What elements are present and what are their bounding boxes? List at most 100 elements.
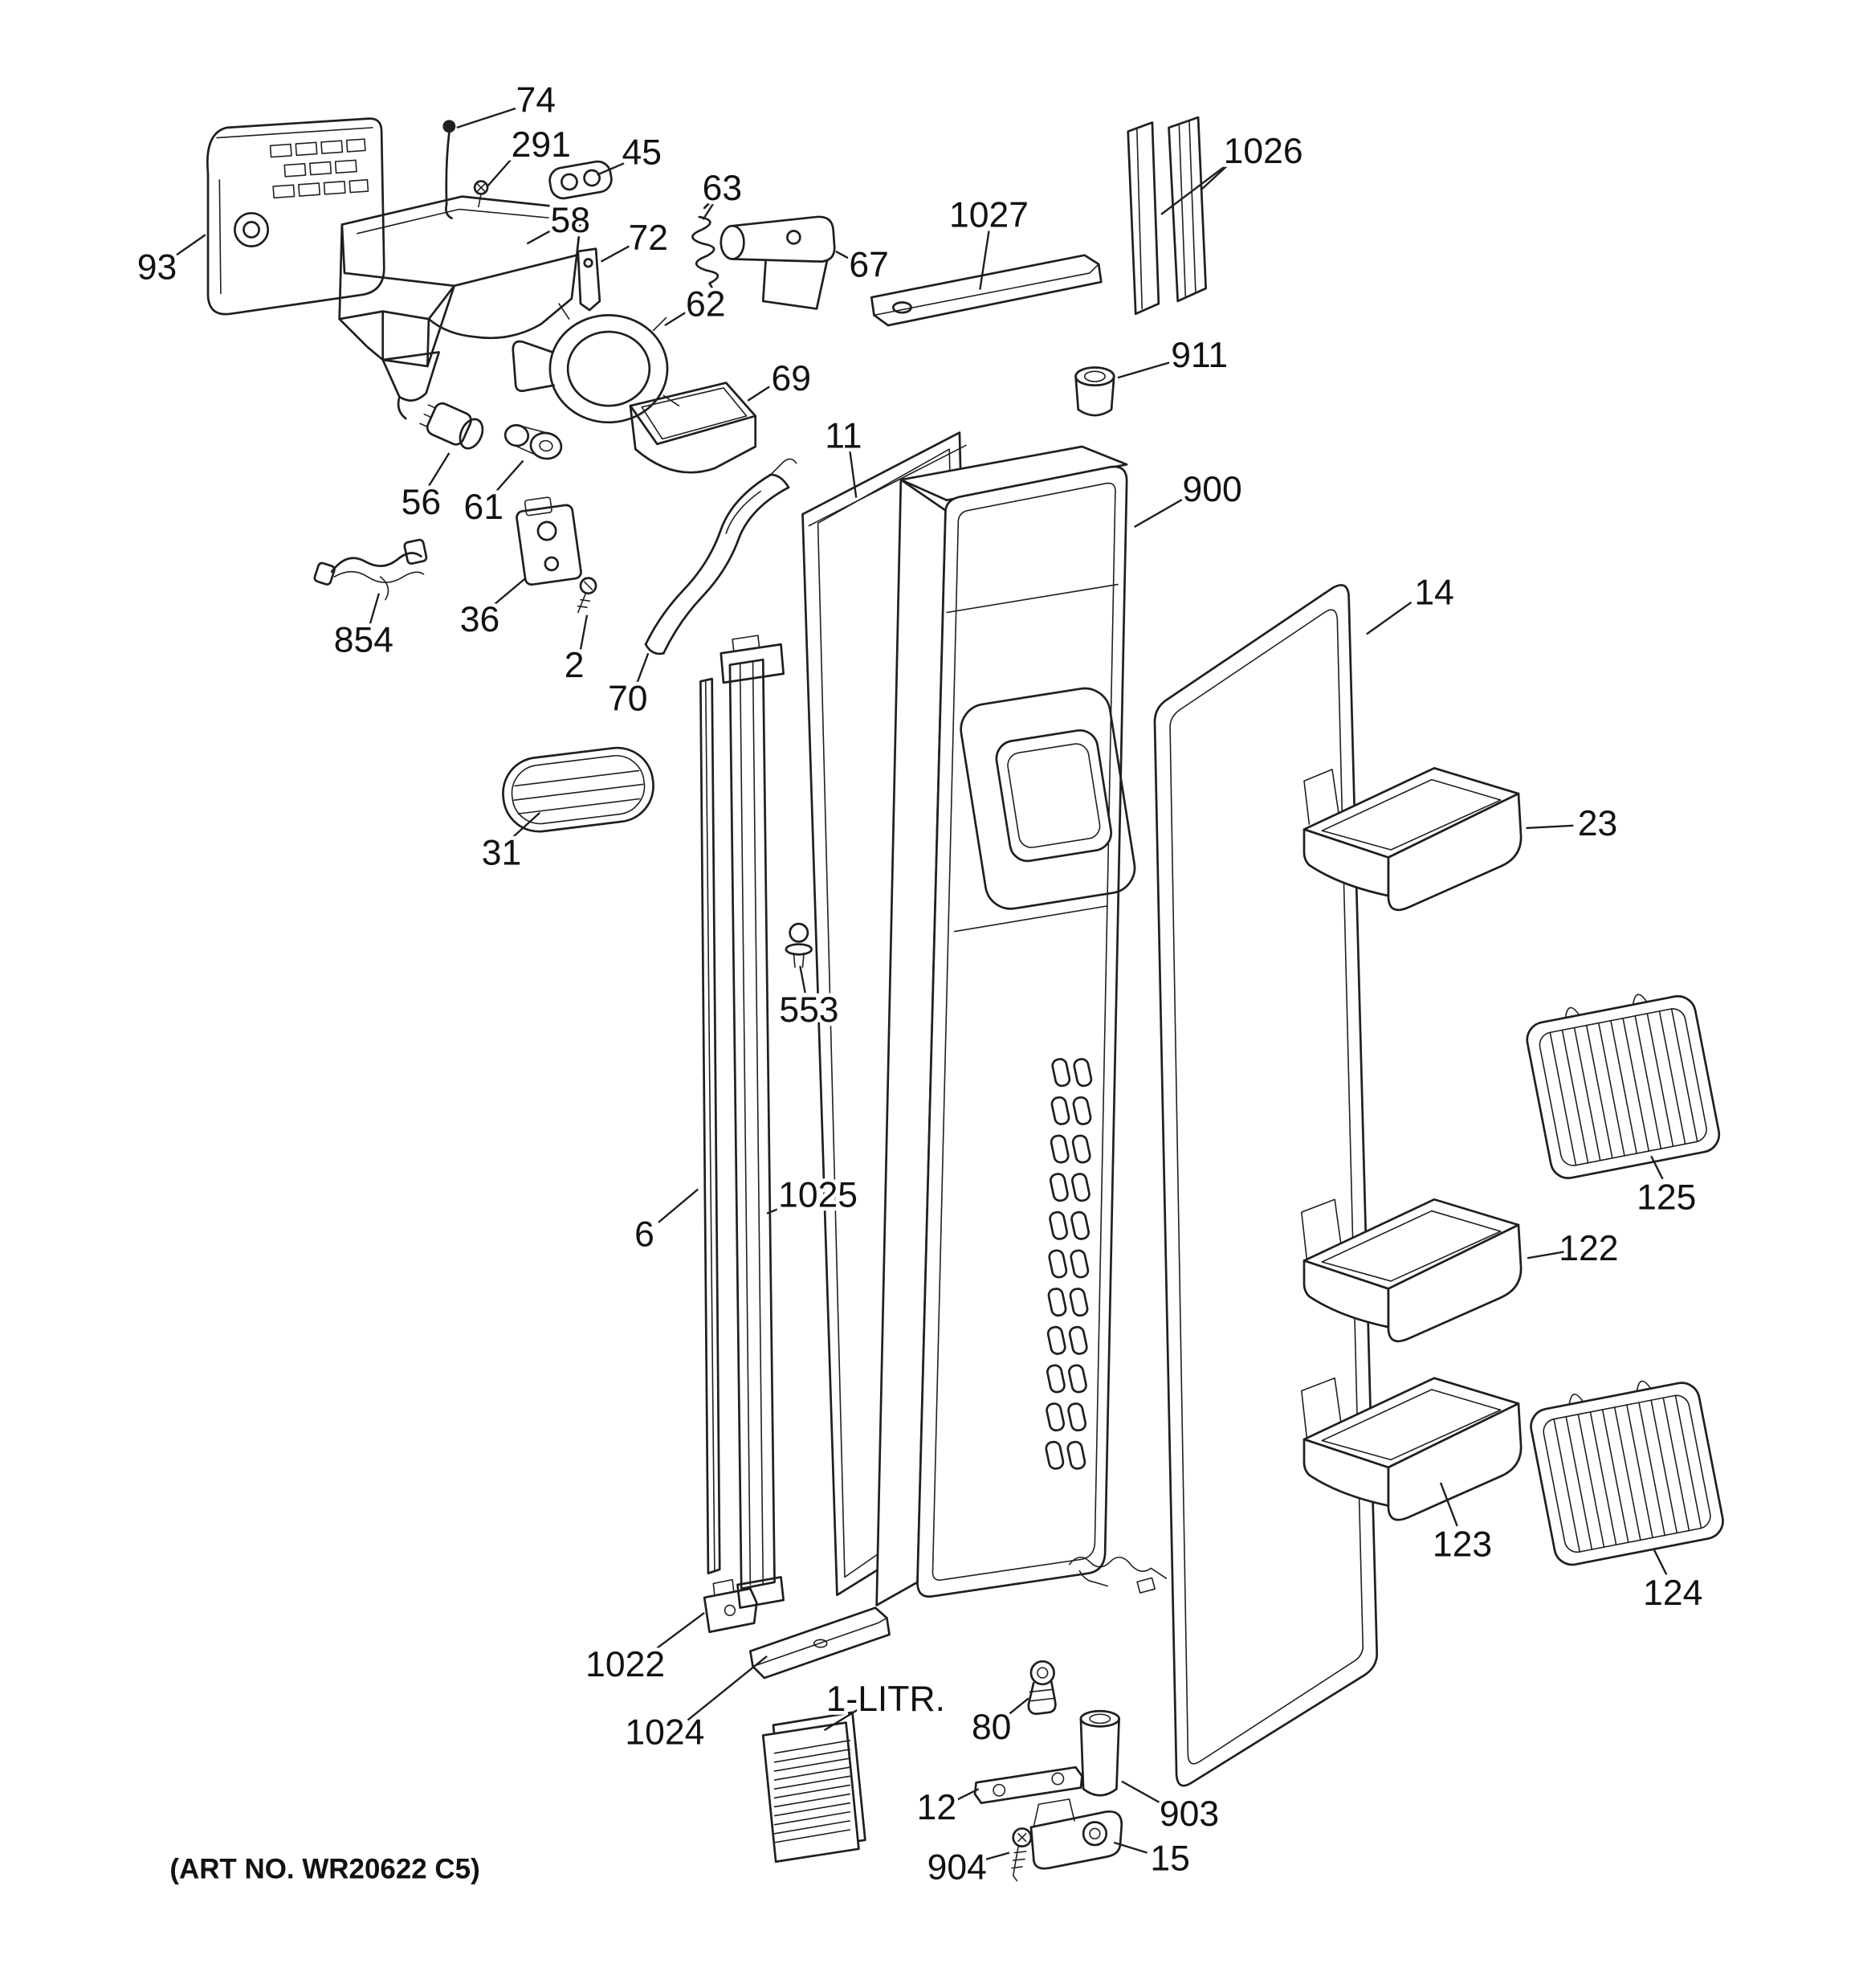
callout-label-1025: 1025 [778,1175,858,1214]
callout-label-61: 61 [464,488,503,527]
part-motor-56 [419,402,484,450]
part-control-board [206,117,385,316]
callout-label-23: 23 [1578,804,1617,843]
callout-label-903: 903 [1160,1794,1219,1834]
part-sleeve-903 [1079,1709,1120,1797]
callout-leader-56 [427,452,450,487]
door-wires [1068,1557,1168,1594]
part-fitting-80 [1027,1659,1057,1715]
callout-leader-122 [1527,1251,1565,1259]
callout-leader-900 [1134,496,1186,529]
part-bushing-911 [1074,366,1115,417]
callout-label-31: 31 [482,834,521,873]
callout-label-63: 63 [703,169,742,208]
callout-label-11: 11 [825,416,862,455]
callout-leader-125 [1650,1155,1664,1180]
callout-label-93: 93 [137,248,177,288]
part-grille-31 [502,746,654,833]
callout-leader-903 [1121,1780,1166,1806]
part-wire-basket-125 [1526,994,1721,1179]
callout-label-1024: 1024 [625,1712,704,1752]
callout-label-904: 904 [927,1848,987,1888]
callout-label-58: 58 [551,201,590,240]
callout-label-70: 70 [608,680,647,719]
part-door-bin-123 [1301,1377,1523,1521]
part-instruction-sheet [761,1711,866,1863]
art-number: (ART NO. WR20622 C5) [169,1853,479,1884]
part-clip-1022 [703,1578,758,1634]
callout-leader-69 [747,386,770,402]
callout-leader-70 [635,652,650,684]
callout-leader-1026 [1160,158,1235,215]
callout-leader-1024 [687,1655,768,1721]
part-spring-63 [691,196,720,297]
callout-leader-911 [1117,361,1171,379]
part-actuator-67 [720,215,836,310]
callout-leader-1027 [979,231,990,290]
callout-label-36: 36 [460,600,499,639]
callout-leader-1-LITR. [823,1708,858,1732]
callout-label-122: 122 [1559,1229,1618,1268]
callout-leader-58 [526,228,553,245]
part-corner-trims-1026 [1127,116,1207,316]
callout-leader-1022 [649,1612,705,1655]
part-door-bin-23 [1302,766,1523,912]
callout-label-911: 911 [1171,336,1228,375]
part-screw-291 [473,180,489,208]
callout-label-553: 553 [779,990,838,1030]
diagram-line-art [206,116,1724,1882]
callout-leader-1025 [766,1202,793,1214]
callout-label-15: 15 [1150,1839,1189,1879]
callout-leader-80 [1007,1697,1029,1716]
callout-leader-62 [664,312,686,327]
callout-label-125: 125 [1637,1178,1696,1218]
callout-label-12: 12 [917,1788,956,1827]
callout-label-900: 900 [1182,470,1241,509]
callout-leader-67 [835,250,850,260]
part-screw-2 [577,577,597,614]
callout-leader-61 [494,459,524,493]
part-freezer-door-900 [875,445,1168,1606]
callout-leader-63 [702,201,715,220]
part-sill-1024 [749,1606,891,1680]
part-sensor-rod [442,120,456,219]
callout-label-123: 123 [1433,1525,1492,1565]
callout-label-1026: 1026 [1224,132,1303,171]
callout-leader-2 [579,614,589,650]
part-gasket-14 [1153,584,1379,1787]
callout-label-124: 124 [1643,1574,1702,1613]
callout-leader-93 [175,234,206,256]
callout-leader-6 [658,1188,699,1223]
callout-leader-36 [493,577,527,606]
callout-label-69: 69 [771,359,810,398]
callout-leader-15 [1113,1841,1148,1854]
callout-leader-854 [369,593,381,625]
part-switch-bracket-36 [516,496,582,586]
callout-leader-12 [955,1788,980,1802]
callout-label-1027: 1027 [949,195,1029,235]
part-coupling-61 [503,424,563,460]
part-strip-6 [699,677,721,1575]
callout-label-854: 854 [334,620,393,659]
callout-leader-11 [849,450,858,498]
sheet-text-lines [773,1740,851,1843]
callout-label-1-LITR.: 1-LITR. [826,1680,945,1719]
part-stud-553 [785,922,813,968]
callout-label-72: 72 [628,218,667,258]
part-dispenser-housing [338,195,583,420]
part-wire-harness-854 [313,538,428,601]
part-screw-904 [1011,1827,1033,1882]
callout-label-14: 14 [1414,574,1453,613]
callout-leader-291 [487,153,516,187]
callout-label-80: 80 [972,1708,1011,1747]
callout-label-45: 45 [622,133,662,173]
part-wire-basket-124 [1530,1380,1724,1566]
part-duct-70 [644,458,797,655]
door-slot-ladder [1045,1058,1093,1470]
part-bracket-12 [973,1766,1083,1805]
callout-label-2: 2 [565,646,585,685]
callout-leader-124 [1653,1548,1668,1575]
